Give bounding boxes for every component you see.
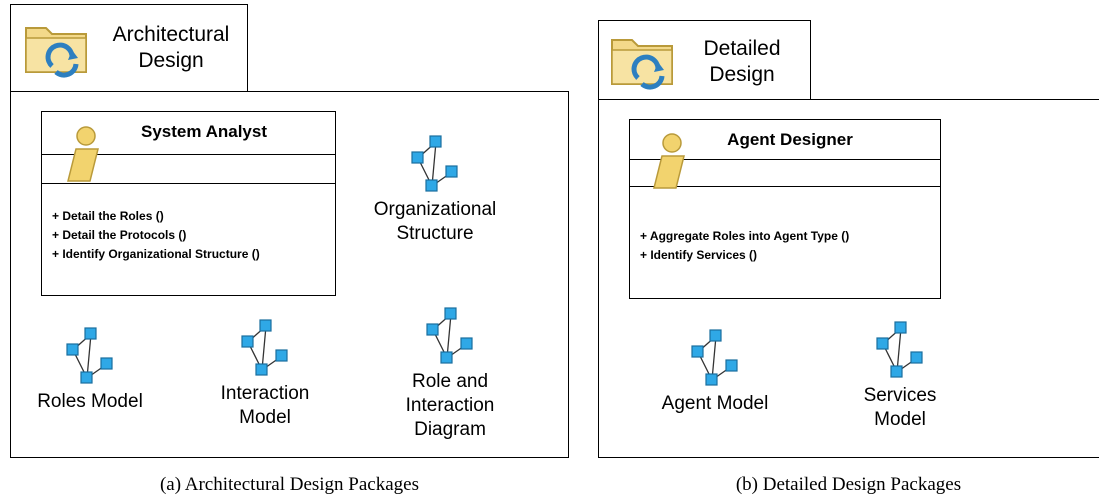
folder-sync-icon — [25, 27, 87, 78]
detailed-design-title: Detailed Design — [684, 36, 800, 88]
model-label-line: Services — [863, 385, 937, 406]
operation-item: + Aggregate Roles into Agent Type () — [640, 229, 850, 243]
model-label-line: Agent Model — [661, 393, 769, 414]
model-label-line: Interaction — [220, 383, 310, 404]
network-graph-icon — [426, 307, 473, 364]
model-label-line: Interaction — [405, 395, 495, 416]
interaction-model: Interaction Model — [200, 318, 330, 430]
agent-designer-name: Agent Designer — [727, 130, 853, 149]
system-analyst-operations: + Detail the Roles () + Detail the Proto… — [52, 207, 260, 264]
actor-divider — [41, 183, 336, 184]
model-label-line: Organizational — [373, 199, 497, 220]
agent-model: Agent Model — [650, 328, 780, 416]
tab-title-line: Design — [709, 63, 775, 86]
role-and-interaction-diagram: Role and Interaction Diagram — [385, 306, 515, 442]
actor-divider — [629, 159, 941, 160]
tab-title-line: Design — [138, 49, 204, 72]
operation-item: + Identify Services () — [640, 248, 758, 262]
operation-item: + Identify Organizational Structure () — [52, 247, 260, 261]
network-graph-icon — [691, 329, 738, 386]
caption-a: (a) Architectural Design Packages — [159, 474, 420, 495]
model-label-line: Roles Model — [37, 391, 143, 412]
model-label-line: Structure — [396, 223, 474, 244]
roles-model: Roles Model — [25, 326, 155, 414]
organizational-structure-model: Organizational Structure — [360, 134, 510, 246]
model-label-line: Diagram — [414, 419, 486, 440]
operation-item: + Detail the Roles () — [52, 209, 164, 223]
operation-item: + Detail the Protocols () — [52, 228, 187, 242]
model-label-line: Role and — [411, 371, 489, 392]
caption-b: (b) Detailed Design Packages — [735, 474, 962, 495]
agent-designer-actor — [629, 119, 941, 299]
tab-title-line: Detailed — [703, 37, 781, 60]
agent-designer-operations: + Aggregate Roles into Agent Type () + I… — [640, 227, 849, 265]
network-graph-icon — [876, 321, 923, 378]
services-model: Services Model — [835, 320, 965, 432]
network-graph-icon — [411, 135, 458, 192]
actor-divider — [629, 186, 941, 187]
actor-icon — [653, 133, 685, 189]
network-graph-icon — [241, 319, 288, 376]
model-label-line: Model — [239, 407, 291, 428]
network-graph-icon — [66, 327, 113, 384]
actor-divider — [41, 154, 336, 155]
architectural-design-title: Architectural Design — [98, 22, 244, 74]
model-label-line: Model — [874, 409, 926, 430]
tab-title-line: Architectural — [112, 23, 230, 46]
actor-icon — [67, 126, 99, 182]
system-analyst-name: System Analyst — [141, 122, 267, 141]
folder-sync-icon — [611, 39, 673, 90]
